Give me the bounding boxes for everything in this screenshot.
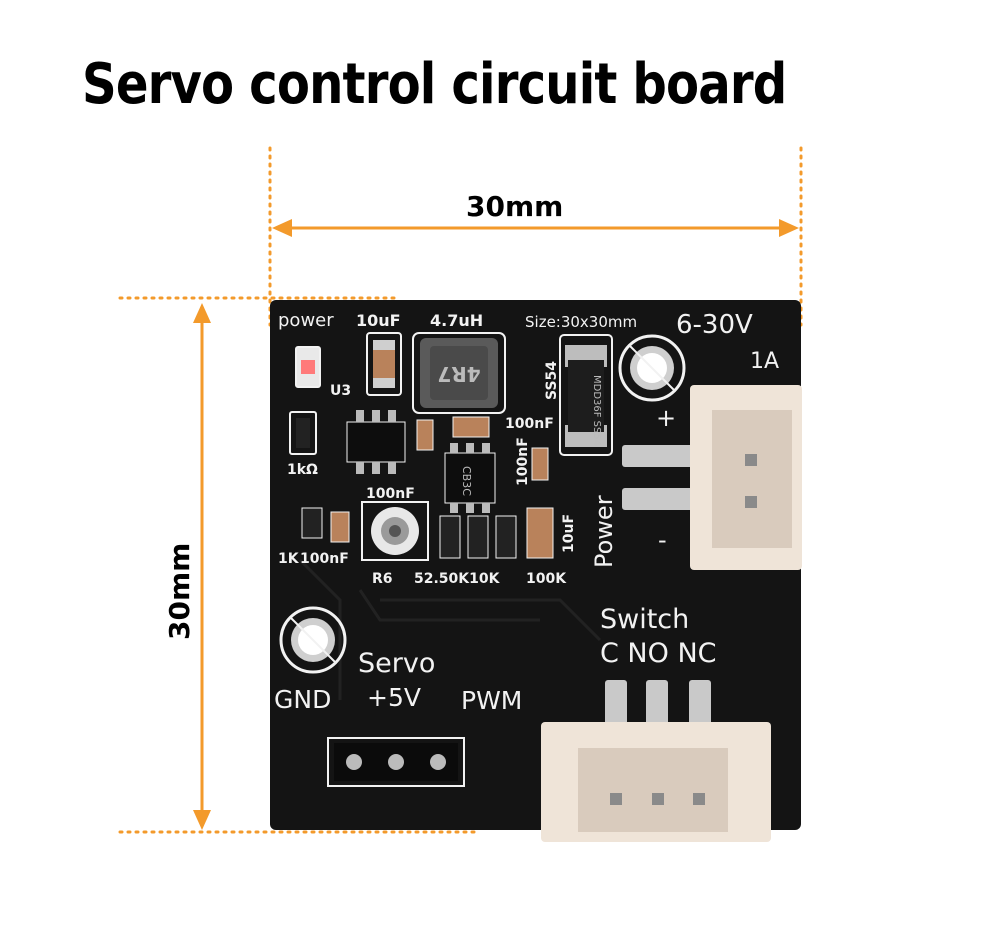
- diode-icon: [559, 334, 613, 456]
- silk-ss54: SS54: [544, 361, 560, 400]
- ic-cb3c: [444, 443, 496, 513]
- switch-pins-icon: [605, 680, 711, 730]
- width-arrow: [272, 219, 799, 237]
- silk-gnd: GND: [274, 685, 331, 714]
- power-pins-icon: [622, 445, 694, 510]
- silk-1k: 1K: [278, 551, 300, 567]
- silk-100nf-d: 100nF: [300, 551, 349, 567]
- pcb-traces: [298, 558, 602, 700]
- switch-connector-icon: [541, 722, 771, 842]
- silk-r6: R6: [372, 571, 393, 587]
- silk-power: power: [278, 310, 334, 331]
- servo-header-icon: [327, 737, 465, 787]
- diode-marking: MDD36F SS54: [591, 375, 602, 446]
- resistor-1k-small: [301, 507, 323, 539]
- width-dimension-label: 30mm: [466, 190, 564, 223]
- silk-power-label: Power: [590, 495, 618, 568]
- silk-10uf: 10uF: [356, 311, 401, 330]
- silk-plus: +: [656, 404, 676, 432]
- silk-voltage: 6-30V: [676, 310, 753, 340]
- silk-5v: +5V: [367, 683, 421, 712]
- dimension-guides: [118, 146, 803, 834]
- capacitor-10uf-top: [366, 332, 402, 396]
- silk-servo: Servo: [358, 648, 435, 679]
- silk-u3: U3: [330, 383, 351, 399]
- page-title: Servo control circuit board: [82, 52, 787, 117]
- inductor-icon: [412, 332, 506, 414]
- mounting-hole-icon: [279, 606, 347, 674]
- silk-size: Size:30x30mm: [525, 313, 637, 331]
- silk-switch: Switch: [600, 604, 689, 635]
- silk-10uf-b: 10uF: [561, 514, 577, 553]
- silk-100k: 100K: [526, 571, 567, 587]
- silk-1k-ohm: 1kΩ: [287, 462, 318, 478]
- power-led: [295, 346, 321, 388]
- silk-switch-pins: C NO NC: [600, 638, 717, 669]
- silk-minus: -: [658, 526, 667, 554]
- power-connector-icon: [690, 385, 802, 570]
- regulator-ic-u3: [346, 410, 406, 474]
- silk-100nf-c: 100nF: [366, 486, 415, 502]
- resistor-1k-ohm: [289, 411, 317, 455]
- mounting-hole-icon: [618, 334, 686, 402]
- capacitor-small: [330, 416, 549, 543]
- height-arrow: [193, 303, 211, 830]
- inductor-marking: 4R7: [437, 362, 480, 386]
- silk-pwm: PWM: [461, 686, 522, 715]
- silk-resistor-values: 52.50K10K: [414, 571, 501, 587]
- silk-100nf-a: 100nF: [505, 416, 554, 432]
- silk-4-7uh: 4.7uH: [430, 311, 483, 330]
- resistor-array: [439, 507, 554, 559]
- potentiometer-r6: [361, 501, 429, 561]
- silk-current: 1A: [750, 349, 779, 374]
- ic-marking: CB3C: [460, 466, 473, 496]
- silk-100nf-b: 100nF: [515, 437, 531, 486]
